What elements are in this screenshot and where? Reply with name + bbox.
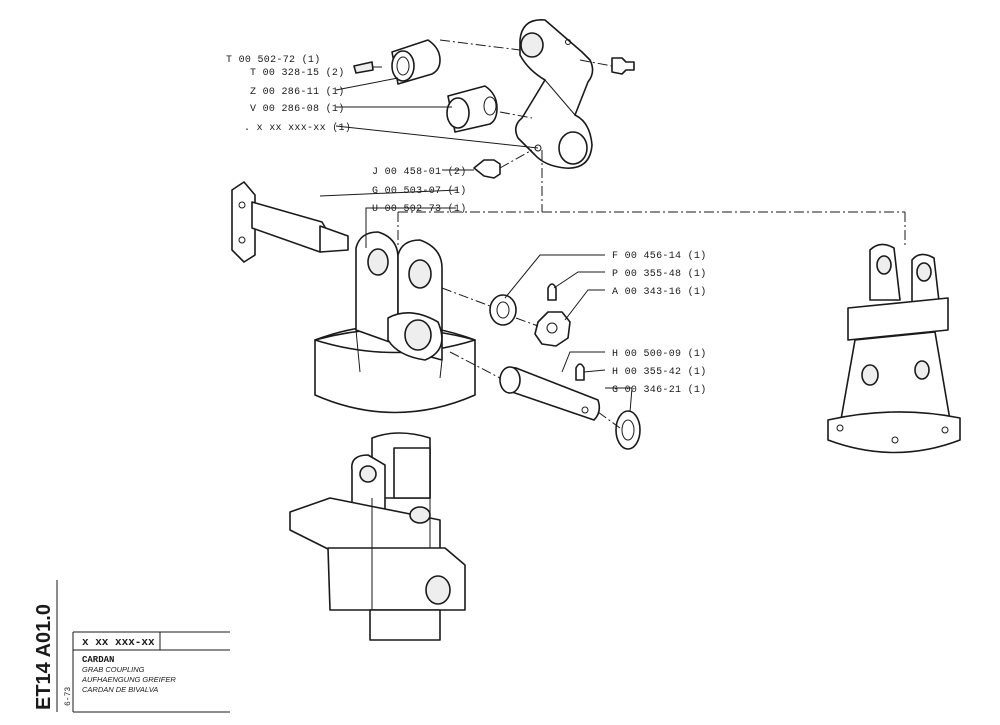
part-label: H 00 500-09 (1) <box>612 348 707 360</box>
part-label: T 00 502-72 (1) <box>226 54 321 66</box>
part-label: T 00 328-15 (2) <box>250 67 345 79</box>
part-label: G 00 346-21 (1) <box>612 384 707 396</box>
bushing-lower <box>446 85 498 133</box>
part-label: P 00 355-48 (1) <box>612 268 707 280</box>
part-label: V 00 286-08 (1) <box>250 103 345 115</box>
part-label: . x xx xxx-xx (1) <box>244 122 351 134</box>
washer-f <box>489 294 517 326</box>
cardan-yoke <box>314 231 476 414</box>
assembled-view <box>827 243 961 454</box>
part-label: Z 00 286-11 (1) <box>250 86 345 98</box>
split-pin-h <box>575 363 585 381</box>
part-label: J 00 458-01 (2) <box>372 166 467 178</box>
part-label: U 00 502-73 (1) <box>372 203 467 215</box>
bushing-upper <box>391 39 441 85</box>
grease-nipple-right <box>611 57 635 75</box>
part-label: G 00 503-07 (1) <box>372 185 467 197</box>
split-pin-p <box>547 283 557 301</box>
title-german: AUFHAENGUNG GREIFER <box>81 675 176 684</box>
set-screw <box>353 61 374 74</box>
washer-g <box>615 410 641 450</box>
title-main: CARDAN <box>82 655 114 665</box>
drawing-date: 6-73 <box>64 687 73 706</box>
hinge-pin-h <box>499 366 601 421</box>
pivot-pin <box>231 181 349 263</box>
part-label: H 00 355-42 (1) <box>612 366 707 378</box>
leader-lines <box>319 66 633 413</box>
title-french: CARDAN DE BIVALVA <box>82 685 158 694</box>
part-label: F 00 456-14 (1) <box>612 250 707 262</box>
grab-shaft <box>289 432 466 641</box>
castle-nut <box>534 311 571 347</box>
title-block: ET14 A01.0 6-73 x xx xxx-xx CARDAN GRAB … <box>33 580 230 713</box>
title-english: GRAB COUPLING <box>82 665 145 674</box>
sheet-code: ET14 A01.0 <box>33 604 55 710</box>
part-label: A 00 343-16 (1) <box>612 286 707 298</box>
assembly-number: x xx xxx-xx <box>82 637 155 649</box>
assembly-centerlines <box>397 39 906 429</box>
link-arm <box>514 19 594 169</box>
part-labels: T 00 502-72 (1) T 00 328-15 (2) Z 00 286… <box>226 54 707 396</box>
grease-nipple-left <box>473 159 501 179</box>
